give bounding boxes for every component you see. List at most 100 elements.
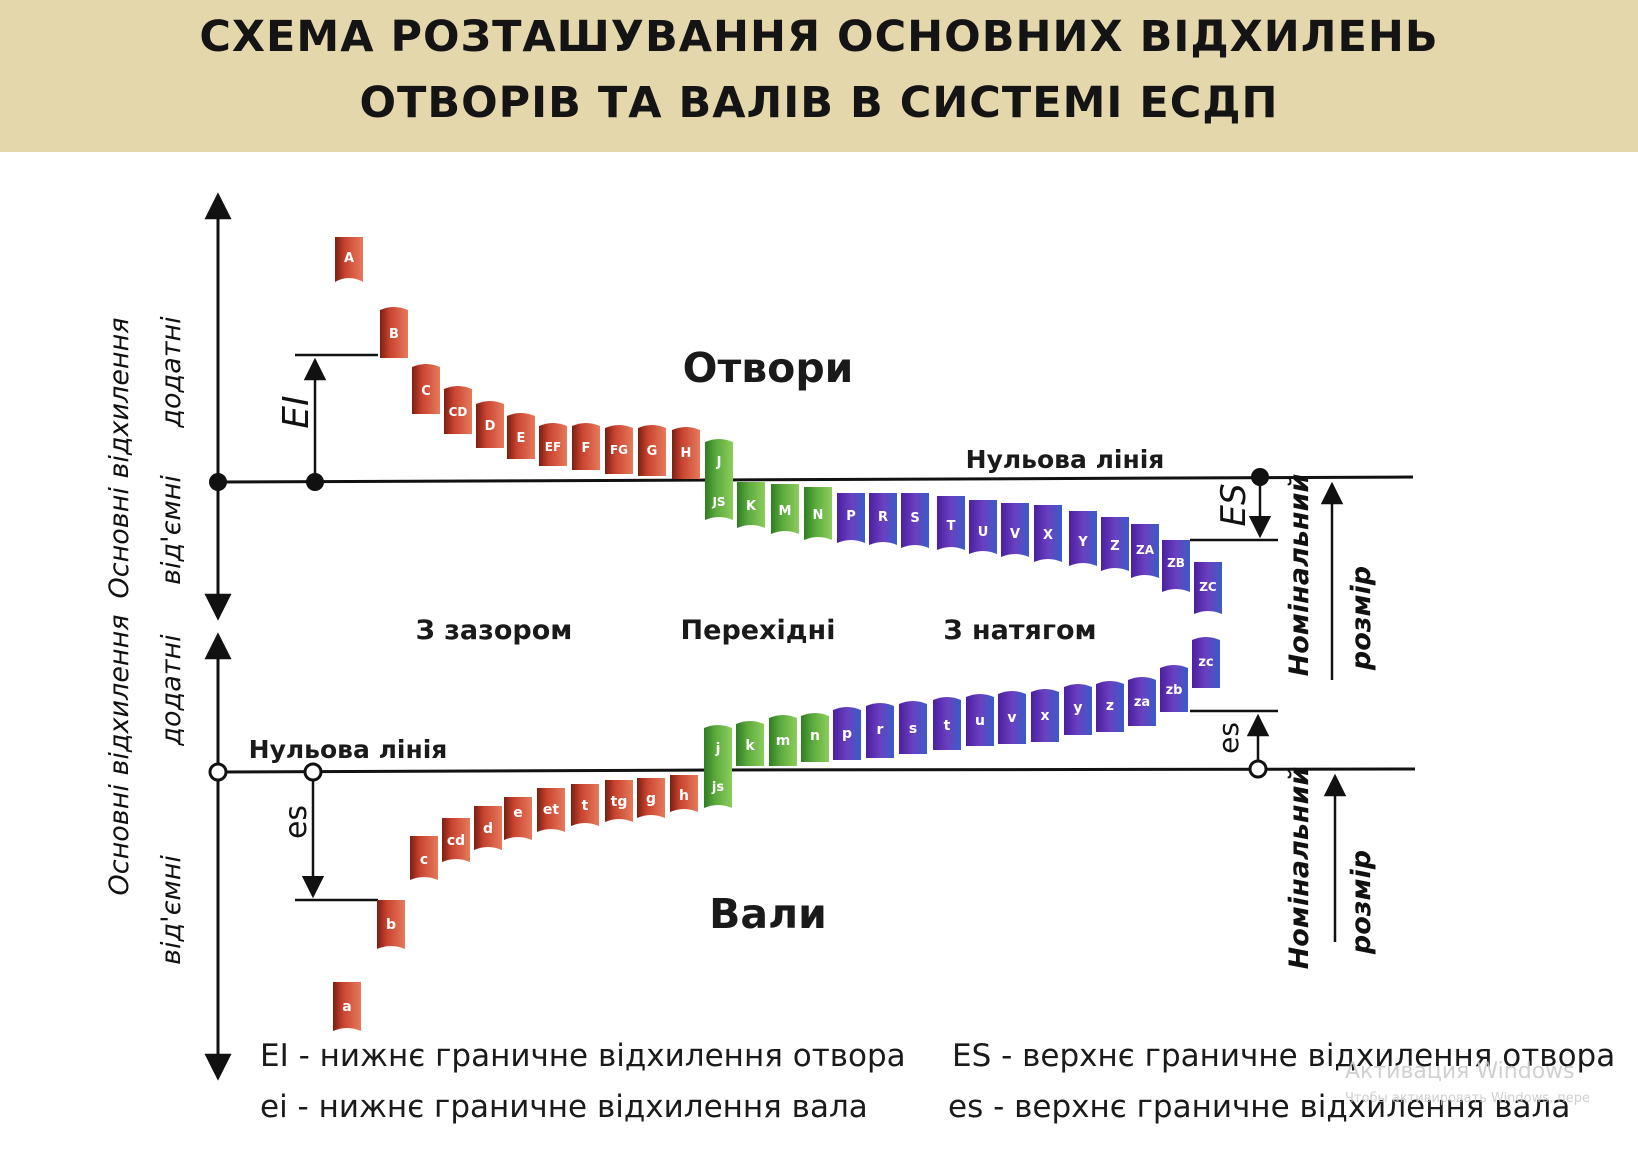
shaft-block-b: b — [377, 900, 405, 949]
hole-letter: C — [421, 384, 431, 399]
hole-letter: T — [947, 519, 956, 534]
holes-axis-title: Основні відхилення — [104, 318, 135, 599]
shaft-letter: n — [810, 728, 820, 744]
zone-clearance-label: З зазором — [416, 615, 573, 646]
hole-letter: A — [344, 251, 354, 266]
hole-letter: E — [517, 431, 526, 446]
windows-watermark-subtitle: Чтобы активировать Windows, пере — [1345, 1091, 1590, 1106]
shaft-letter: zc — [1198, 655, 1213, 670]
holes-label: Отвори — [683, 344, 854, 392]
hole-letter: F — [582, 441, 591, 456]
hole-block-F: F — [572, 423, 600, 470]
shaft-letter: za — [1134, 695, 1150, 710]
hole-block-B: B — [380, 307, 408, 358]
shaft-block-j: j — [704, 725, 732, 768]
hole-letter: Z — [1110, 539, 1119, 554]
shaft-letter: p — [842, 726, 852, 742]
hole-block-Y: Y — [1069, 511, 1097, 566]
hole-block-K: K — [737, 482, 765, 528]
shaft-letter: tg — [611, 794, 628, 810]
shafts-axis-title: Основні відхилення — [104, 615, 135, 896]
hole-block-H: H — [672, 427, 700, 479]
shaft-letter: m — [776, 733, 791, 749]
holes-axis-origin-dot — [209, 473, 227, 491]
hole-block-EF: EF — [539, 423, 567, 466]
hole-block-S: S — [901, 493, 929, 548]
shaft-letter: h — [679, 788, 689, 804]
shaft-block-za: za — [1128, 677, 1156, 726]
legend-ei: ei - нижнє граничне відхилення вала — [260, 1089, 868, 1125]
holes-zero-line-label: Нульова лінія — [966, 445, 1165, 474]
hole-block-ZA: ZA — [1131, 524, 1159, 578]
shaft-block-d: d — [474, 806, 502, 850]
shaft-block-g: g — [637, 778, 665, 818]
shaft-letter: y — [1073, 700, 1082, 716]
shafts-zero-line-label: Нульова лінія — [249, 735, 448, 764]
hole-letter: V — [1010, 527, 1020, 542]
shaft-letter: x — [1040, 708, 1049, 724]
shaft-letter: v — [1007, 710, 1016, 726]
hole-letter: Y — [1077, 535, 1088, 550]
zone-transition-label: Перехідні — [681, 615, 836, 646]
hole-block-G: G — [638, 425, 666, 476]
shaft-letter: c — [420, 852, 428, 868]
windows-watermark-title: Активация Windows — [1345, 1059, 1575, 1084]
shaft-letter: t — [582, 798, 589, 814]
holes-nominal-label-1: Номінальний — [1284, 474, 1315, 677]
holes-axis-positive: додатні — [156, 316, 187, 429]
shaft-block-zc: zc — [1192, 637, 1220, 688]
holes-ei-marker: EI — [276, 395, 317, 428]
hole-block-T: T — [937, 496, 965, 550]
hole-block-J: J — [705, 439, 733, 480]
shafts-es-left-marker: es — [279, 805, 314, 839]
shafts-es-origin-dot — [303, 762, 323, 782]
hole-block-C: C — [412, 364, 440, 414]
hole-letter: P — [846, 509, 856, 524]
shaft-letter: k — [745, 738, 755, 754]
hole-letter: B — [389, 327, 399, 342]
shaft-block-y: y — [1064, 684, 1092, 735]
shaft-block-et: et — [537, 788, 565, 832]
hole-letter: K — [746, 499, 757, 514]
shafts-deviation-blocks: a b c cd d e et t tg g h j js k m n p r … — [333, 637, 1220, 1031]
shaft-block-js: js — [704, 768, 732, 808]
shaft-block-cd: cd — [442, 818, 470, 862]
shaft-block-tg: tg — [605, 780, 633, 822]
hole-letter: ZC — [1199, 580, 1217, 594]
shaft-letter: u — [975, 713, 985, 729]
hole-letter: J — [716, 455, 722, 470]
shafts-label: Вали — [709, 890, 827, 938]
shaft-letter: d — [483, 821, 493, 837]
title-band — [0, 0, 1638, 152]
hole-letter: R — [878, 510, 888, 525]
shaft-letter: b — [386, 917, 396, 933]
shafts-es-right-origin-dot — [1248, 759, 1268, 779]
shaft-block-n: n — [801, 713, 829, 762]
hole-letter: S — [910, 511, 919, 526]
shaft-block-s: s — [899, 701, 927, 754]
shaft-block-m: m — [769, 715, 797, 766]
title-line-2: ОТВОРІВ ТА ВАЛІВ В СИСТЕМІ ЕСДП — [359, 78, 1279, 128]
shaft-letter: a — [342, 999, 351, 1015]
hole-letter: JS — [711, 495, 725, 509]
hole-block-ZC: ZC — [1194, 562, 1222, 614]
hole-block-A: A — [335, 237, 363, 282]
hole-letter: N — [813, 508, 824, 523]
shaft-letter: cd — [447, 833, 465, 849]
hole-letter: U — [978, 525, 989, 540]
hole-block-FG: FG — [605, 425, 633, 474]
shaft-block-h: h — [670, 775, 698, 812]
shaft-letter: et — [543, 802, 559, 818]
hole-block-Z: Z — [1101, 517, 1129, 571]
shaft-block-p: p — [833, 707, 861, 760]
hole-block-V: V — [1001, 503, 1029, 557]
shaft-block-v: v — [998, 691, 1026, 744]
shaft-block-e: e — [504, 797, 532, 840]
shaft-letter: j — [715, 741, 721, 757]
shaft-block-u: u — [966, 694, 994, 746]
shaft-block-z: z — [1096, 681, 1124, 732]
shaft-block-zb: zb — [1160, 665, 1188, 712]
hole-block-CD: CD — [444, 386, 472, 434]
hole-block-N: N — [804, 487, 832, 540]
